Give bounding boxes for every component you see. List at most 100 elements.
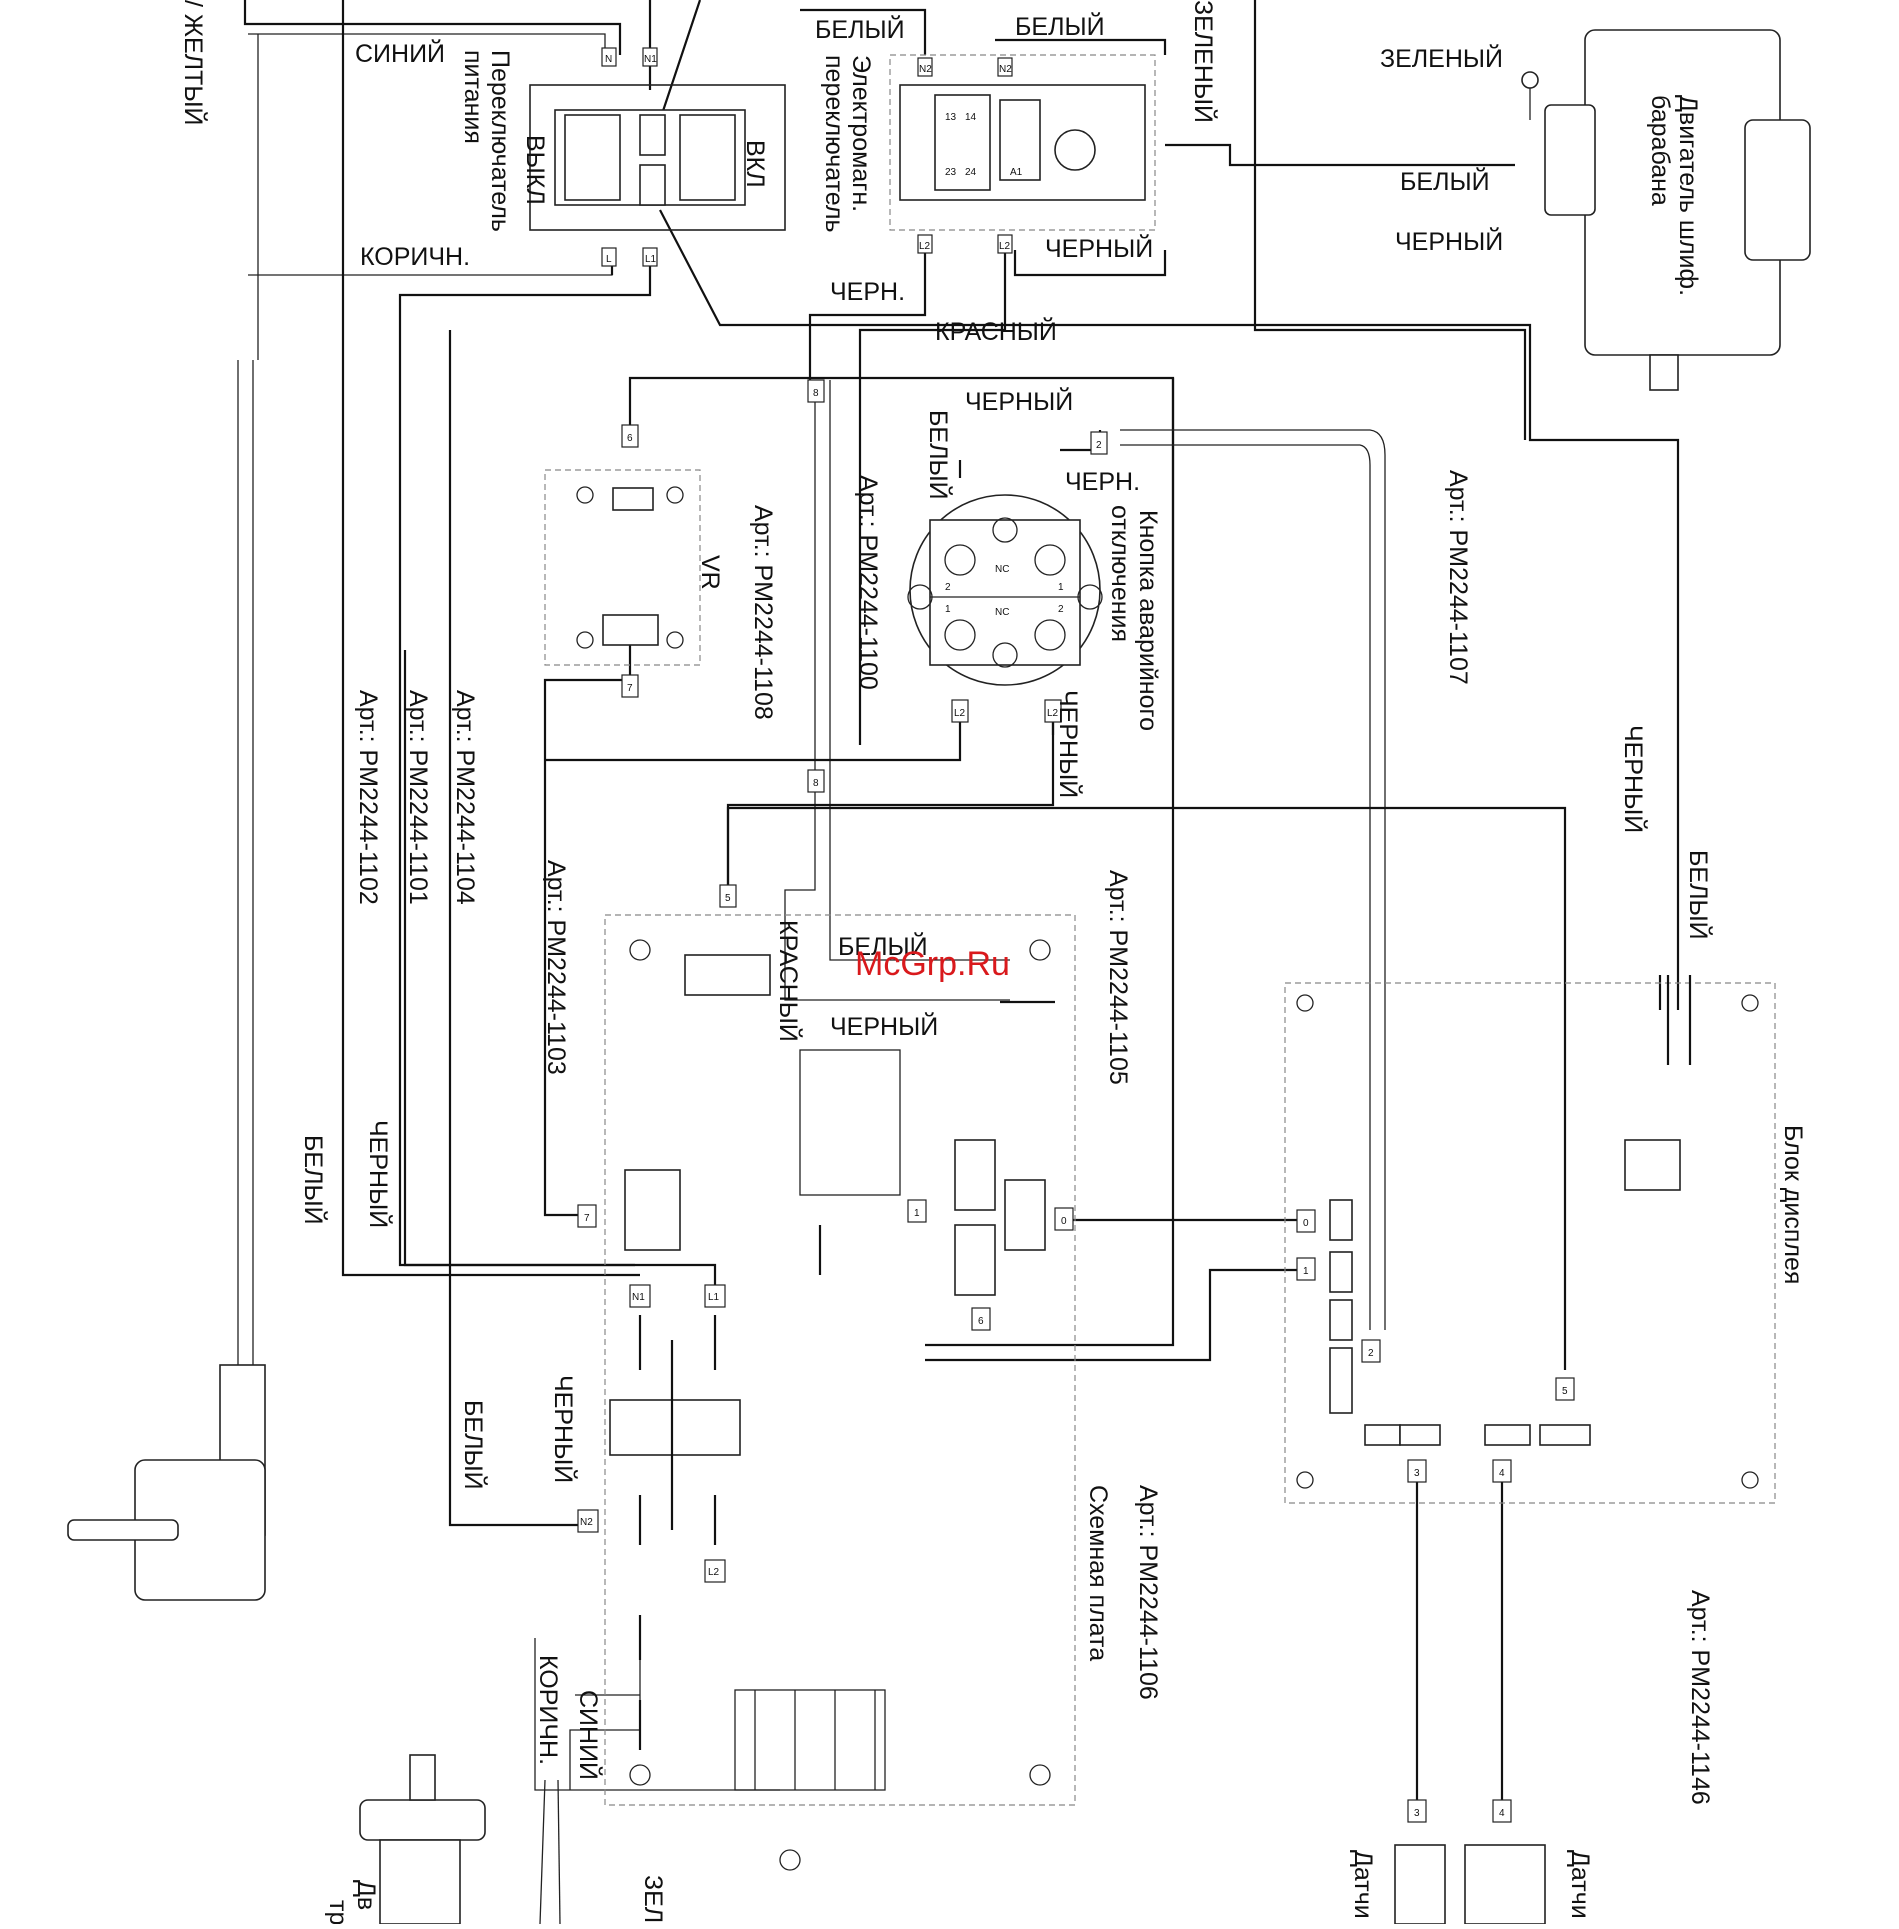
- tag-display-2: 2: [1368, 1348, 1374, 1359]
- tag-board-5: 5: [725, 893, 731, 904]
- label-art-1104: Арт.: PM2244-1104: [451, 690, 479, 905]
- tag-t2-a: 2: [945, 582, 951, 593]
- wires: [227, 0, 1680, 1925]
- tag-sw-n1: N1: [644, 54, 657, 65]
- wire-bottom-a: [539, 1779, 546, 1925]
- sensors: [1394, 1799, 1546, 1925]
- wire-em-black: [808, 250, 927, 380]
- tag-board-0: 0: [1061, 1216, 1067, 1227]
- tag-em-l2b: L2: [999, 241, 1011, 252]
- emergency-stop: [907, 431, 1108, 723]
- tag-t1-a: 1: [1058, 582, 1064, 593]
- power-plug: [67, 1364, 266, 1601]
- label-vr: VR: [696, 555, 724, 590]
- label-green-top: ЗЕЛЕНЫЙ: [1189, 0, 1219, 123]
- label-display-unit: Блок дисплея: [1779, 1125, 1807, 1284]
- display-tag-5: [1555, 1377, 1575, 1401]
- label-art-1107: Арт.: PM2244-1107: [1444, 470, 1472, 685]
- bottom-motor: [359, 1754, 801, 1925]
- wire-board5-display5: [726, 806, 1567, 1370]
- display-tag-2: [1361, 1339, 1381, 1363]
- wire-to-motor: [1165, 143, 1515, 167]
- label-power-switch-1: Переключатель: [486, 50, 514, 232]
- label-sensor-2: Датчи: [1566, 1850, 1594, 1919]
- wire-1107-a: [1120, 429, 1386, 1330]
- label-motor2-1: Дв: [352, 1880, 380, 1910]
- tag-sw-l: L: [606, 254, 612, 265]
- tag-display-0: 0: [1303, 1218, 1309, 1229]
- label-art-1105: Арт.: PM2244-1105: [1104, 870, 1132, 1085]
- label-em-switch-1: Электромагн.: [847, 55, 875, 212]
- label-black-board: ЧЕРНЫЙ: [830, 1011, 938, 1041]
- tag-sw-n: N: [605, 54, 612, 65]
- tag-em-24: 24: [965, 167, 977, 178]
- tag-board-l1: L1: [708, 1292, 720, 1303]
- label-black-short-2: ЧЕРН.: [1065, 468, 1140, 496]
- tag-display-4: 4: [1499, 1468, 1505, 1479]
- tag-display-3: 3: [1414, 1468, 1420, 1479]
- tag-board-1: 1: [914, 1208, 920, 1219]
- wire-harness-red: [784, 790, 1010, 1001]
- label-white-motor: БЕЛЫЙ: [1400, 166, 1490, 196]
- label-art-1103: Арт.: PM2244-1103: [542, 860, 570, 1075]
- label-white-left: БЕЛЫЙ: [299, 1135, 329, 1225]
- harness-tag-8-mid: [807, 769, 825, 793]
- wire-harness-white: [829, 790, 1010, 961]
- label-motor-2: барабана: [1646, 95, 1674, 206]
- label-brown-bottom: КОРИЧН.: [534, 1655, 562, 1765]
- wire-bottom-b: [557, 1779, 561, 1925]
- wire-em-black2: [1013, 250, 1167, 277]
- wire-white-left: [341, 0, 640, 1277]
- connector-tags: N N1 L L1 N2 N2 L2 L2 13 14 23 24 A1 8 8…: [580, 54, 1568, 1819]
- tag-nc-a: NC: [995, 564, 1009, 575]
- tag-sensor-4: 4: [1499, 1808, 1505, 1819]
- tag-em-n2b: N2: [999, 64, 1012, 75]
- wire-emg-l2a: [545, 710, 962, 762]
- tag-board-l2: L2: [708, 1567, 720, 1578]
- label-white-right: БЕЛЫЙ: [1684, 850, 1714, 940]
- label-black-emg-bottom: ЧЕРНЫЙ: [1054, 690, 1084, 798]
- label-power-switch-2: питания: [459, 50, 487, 144]
- tag-emg-l2b: L2: [1047, 708, 1059, 719]
- tag-em-n2a: N2: [919, 64, 932, 75]
- wire-black-left: [403, 650, 717, 1290]
- tag-board-7: 7: [584, 1213, 590, 1224]
- tag-emg-l2a: L2: [954, 708, 966, 719]
- wire-1107-b: [1120, 444, 1371, 1330]
- tag-display-5: 5: [1562, 1386, 1568, 1397]
- wire-bottom-left: [534, 1638, 780, 1791]
- label-motor-1: Двигатель шлиф.: [1674, 95, 1702, 296]
- wire-em-red: [858, 250, 1007, 745]
- tag-board-6: 6: [978, 1316, 984, 1327]
- tag-vr-6: 6: [627, 433, 633, 444]
- label-sensor-1: Датчи: [1349, 1850, 1377, 1919]
- wire-vr-7: [543, 625, 632, 1217]
- harness-tag-8-top: [807, 379, 825, 403]
- tag-harness-8-top: 8: [813, 388, 819, 399]
- label-blue-top: СИНИЙ: [355, 38, 445, 68]
- tag-em-l2a: L2: [919, 241, 931, 252]
- label-emg-1: Кнопка аварийного: [1134, 510, 1162, 731]
- display-unit: [1284, 975, 1776, 1504]
- tag-board-n2: N2: [580, 1517, 593, 1528]
- label-black-emg-top: ЧЕРНЫЙ: [965, 386, 1073, 416]
- label-green-bottom: ЗЕЛ: [639, 1875, 667, 1923]
- label-black-em: ЧЕРНЫЙ: [1045, 233, 1153, 263]
- display-tag-0: [1296, 1209, 1316, 1233]
- tag-nc-b: NC: [995, 607, 1009, 618]
- drum-motor: [1521, 29, 1811, 391]
- display-tag-1: [1296, 1257, 1316, 1281]
- label-red-board: КРАСНЫЙ: [774, 920, 804, 1042]
- wire-l1-diag: [659, 209, 1680, 975]
- em-switch: [889, 54, 1156, 254]
- label-art-1146: Арт.: PM2244-1146: [1686, 1590, 1714, 1805]
- tag-t1-b: 1: [945, 604, 951, 615]
- wire-white-em1: [800, 8, 927, 55]
- tag-em-23: 23: [945, 167, 957, 178]
- tag-harness-8-mid: 8: [813, 778, 819, 789]
- wire-board-6: [925, 378, 1175, 1347]
- label-black-motor: ЧЕРНЫЙ: [1395, 226, 1503, 256]
- tag-em-a1: A1: [1010, 167, 1023, 178]
- tag-board-n1: N1: [632, 1292, 645, 1303]
